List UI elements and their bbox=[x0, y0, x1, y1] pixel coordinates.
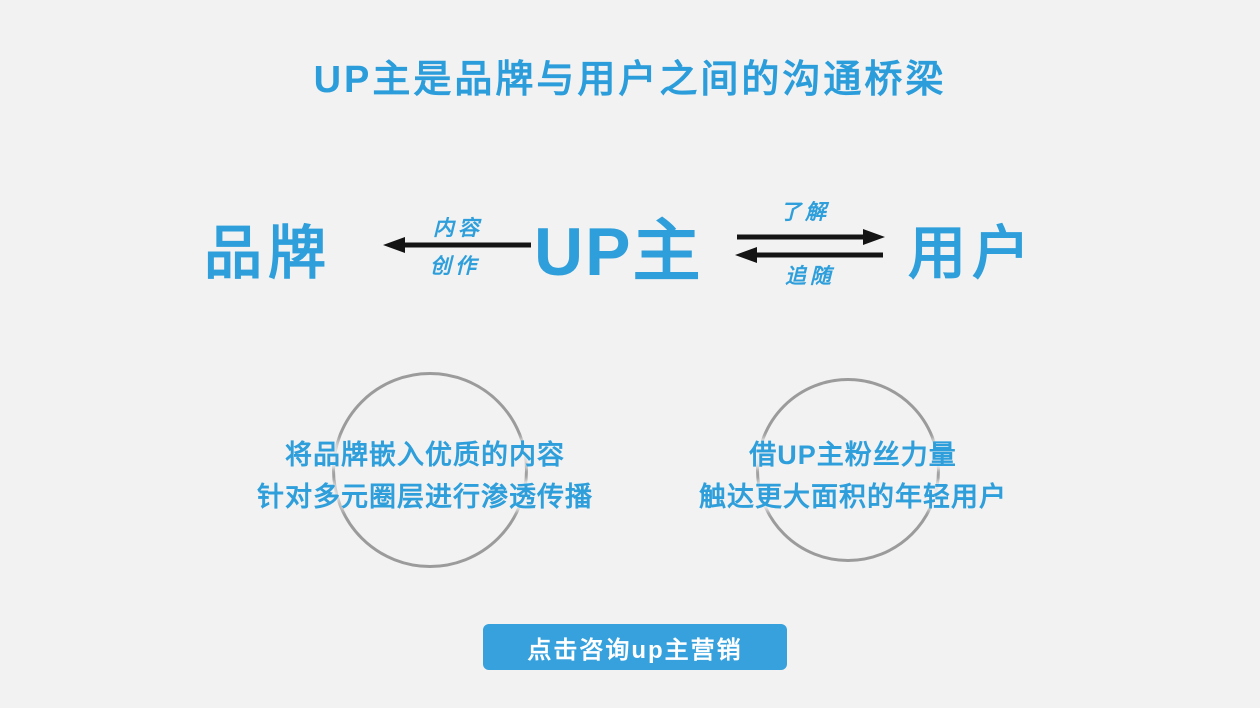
benefit-right-line1: 借UP主粉丝力量 bbox=[749, 440, 957, 470]
up-node-label: UP主 bbox=[534, 214, 703, 290]
content-creation-arrow-icon bbox=[383, 235, 533, 255]
consult-up-marketing-button[interactable]: 点击咨询up主营销 bbox=[483, 624, 787, 670]
understand-arrow-label: 了解 bbox=[780, 201, 830, 224]
creation-arrow-label: 创作 bbox=[430, 255, 480, 278]
benefit-right-line2: 触达更大面积的年轻用户 bbox=[699, 482, 1007, 512]
left-circle-outline bbox=[332, 372, 528, 568]
understand-follow-double-arrow-icon bbox=[735, 228, 885, 264]
content-arrow-label: 内容 bbox=[433, 217, 483, 240]
benefit-left-line2: 针对多元圈层进行渗透传播 bbox=[257, 482, 593, 512]
benefit-left-text: 将品牌嵌入优质的内容 针对多元圈层进行渗透传播 bbox=[212, 434, 638, 518]
follow-arrow-label: 追随 bbox=[785, 265, 835, 288]
benefit-left-line1: 将品牌嵌入优质的内容 bbox=[285, 440, 565, 470]
right-circle-outline bbox=[756, 378, 940, 562]
brand-node-label: 品牌 bbox=[204, 221, 333, 286]
benefit-right-text: 借UP主粉丝力量 触达更大面积的年轻用户 bbox=[646, 434, 1060, 518]
user-node-label: 用户 bbox=[908, 221, 1037, 286]
page-title: UP主是品牌与用户之间的沟通桥梁 bbox=[313, 59, 947, 101]
